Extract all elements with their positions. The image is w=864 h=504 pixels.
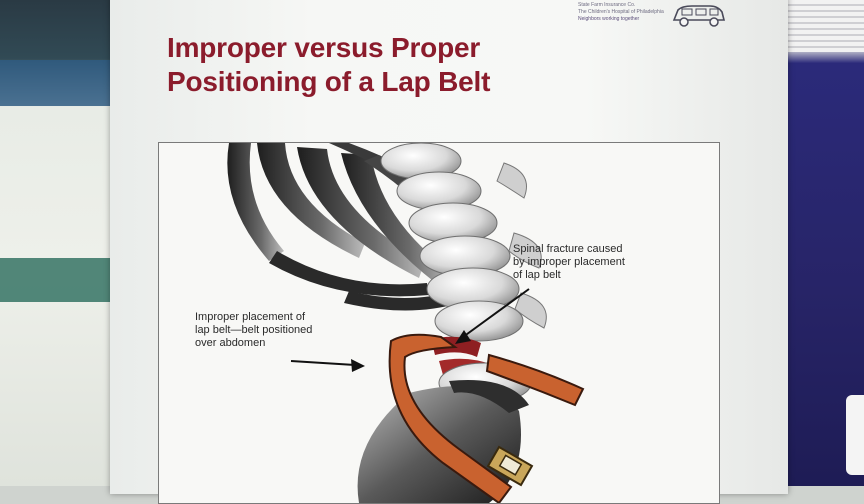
wall-stripe-green [0,258,112,302]
spine-belt-illustration [227,143,585,503]
poster-board: State Farm Insurance Co. The Children's … [110,0,788,504]
background-wall-left [0,0,112,486]
poster-title: Improper versus Proper Positioning of a … [167,31,490,99]
wall-stripe-blue [0,60,112,106]
annotation-improper-placement: Improper placement of lap belt—belt posi… [195,311,312,350]
illustration-frame [158,142,720,504]
car-logo-icon [672,5,726,27]
sponsor-line-3: Neighbors working together [578,16,640,22]
arrow-icon [290,288,530,372]
paper-stack [784,0,864,52]
belt-buckle [486,445,534,487]
annotation-fracture-line-1: Spinal fracture caused [513,243,623,255]
annotation-improper-line-1: Improper placement of [195,311,306,323]
sponsor-line-1: State Farm Insurance Co. [578,2,636,8]
background-display-right [784,0,864,486]
annotation-improper-line-2: lap belt—belt positioned [195,324,313,336]
light-glare [846,395,864,475]
title-line-1: Improper versus Proper [167,32,481,63]
title-line-2: Positioning of a Lap Belt [167,66,491,97]
annotation-fracture-line-2: by improper placement [513,256,625,268]
annotation-improper-line-3: over abdomen [195,337,266,349]
annotation-fracture-line-3: of lap belt [513,269,561,281]
annotation-spinal-fracture: Spinal fracture caused by improper place… [513,243,625,282]
sponsor-block: State Farm Insurance Co. The Children's … [578,0,738,34]
sponsor-line-2: The Children's Hospital of Philadelphia [578,9,664,15]
lap-belt [388,333,585,503]
